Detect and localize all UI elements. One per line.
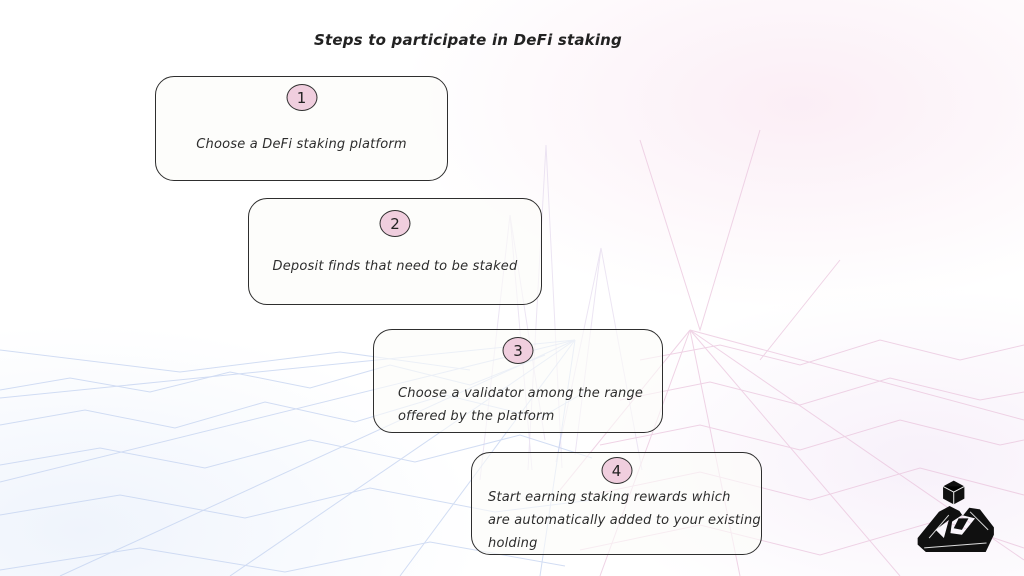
step-text: Choose a DeFi staking platform bbox=[156, 133, 447, 156]
step-card-1: 1 Choose a DeFi staking platform bbox=[155, 76, 448, 181]
step-text-line: are automatically added to your existing bbox=[488, 513, 761, 528]
step-text-line: offered by the platform bbox=[398, 409, 555, 424]
page-title: Steps to participate in DeFi staking bbox=[314, 31, 622, 49]
step-number-badge: 3 bbox=[502, 337, 534, 364]
step-card-2: 2 Deposit finds that need to be staked bbox=[248, 198, 542, 305]
step-text: Start earning staking rewards which are … bbox=[472, 486, 761, 555]
step-card-4: 4 Start earning staking rewards which ar… bbox=[471, 452, 762, 555]
step-number-badge: 1 bbox=[286, 84, 317, 111]
step-text-line: Choose a validator among the range bbox=[398, 386, 644, 401]
step-text: Deposit finds that need to be staked bbox=[249, 255, 541, 278]
step-number-badge: 2 bbox=[379, 210, 411, 237]
step-text-line: holding bbox=[488, 536, 538, 551]
step-text-line: Deposit finds that need to be staked bbox=[272, 259, 518, 274]
step-text-line: Start earning staking rewards which bbox=[488, 490, 731, 505]
isometric-cube-logo bbox=[917, 480, 994, 552]
step-text: Choose a validator among the range offer… bbox=[374, 382, 662, 428]
step-number-badge: 4 bbox=[601, 457, 632, 484]
step-text-line: Choose a DeFi staking platform bbox=[196, 137, 407, 152]
step-card-3: 3 Choose a validator among the range off… bbox=[373, 329, 663, 433]
